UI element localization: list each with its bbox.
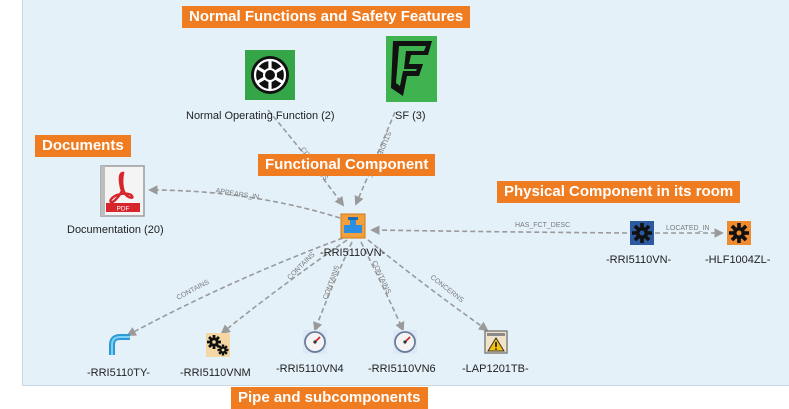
node-lap[interactable] [484,330,508,354]
gear-icon [630,221,654,245]
node-sf[interactable] [386,36,437,102]
node-label-lap: -LAP1201TB- [462,363,529,375]
node-label-vn4: -RRI5110VN4 [276,363,344,375]
node-label-room: -HLF1004ZL- [705,254,771,266]
node-label-vn6: -RRI5110VN6 [368,363,436,375]
banner-documents: Documents [35,135,131,157]
edge-label-contains-vnm: CONTAINS [286,251,316,281]
banner-physical-component: Physical Component in its room [497,181,741,203]
svg-text:PDF: PDF [117,206,130,213]
edge-contains-vn4 [313,241,353,332]
node-label-center: -RRI5110VN- [320,247,386,259]
node-physical[interactable] [630,221,654,245]
gauge-icon [393,330,417,354]
node-ty[interactable] [108,333,132,357]
pipe-elbow-icon [109,334,130,355]
gauge-icon [303,330,327,354]
node-label-vnm: -RRI5110VNM [180,367,251,379]
edge-has-fct-desc [370,225,628,235]
gears-icon [206,333,230,357]
edge-label-contains-vn4: CONTAINS [322,264,341,300]
node-label-normal-function: Normal Operating Function (2) [186,110,335,122]
edge-concerns-nf [267,109,345,207]
galactic-empire-icon [245,50,295,100]
banner-pipe: Pipe and subcomponents [231,387,428,409]
node-label-physical: -RRI5110VN- [606,254,672,266]
node-vn4[interactable] [303,330,327,354]
node-label-ty: -RRI5110TY- [87,367,150,379]
edge-label-contains-vn6: CONTAINS [370,260,392,296]
foursquare-f-icon [386,36,437,102]
edge-contains-vnm [220,239,348,335]
pdf-document-icon: PDF [100,165,145,217]
edge-contains-vn6 [360,241,405,332]
node-vn6[interactable] [393,330,417,354]
node-label-documentation: Documentation (20) [67,224,164,236]
gear-icon [727,221,751,245]
node-vnm[interactable] [206,333,230,357]
warning-panel-icon [484,330,508,354]
node-normal-function[interactable] [245,50,295,100]
banner-functional-component: Functional Component [258,154,436,176]
edge-appears-in [148,185,341,219]
edge-label-has-fct-desc: HAS_FCT_DESC [515,222,570,229]
edge-label-located-in: LOCATED_IN [666,225,709,232]
edge-concerns-lap [367,239,489,332]
valve-component-icon [340,213,366,239]
edge-label-contains-ty: CONTAINS [176,279,211,302]
node-room[interactable] [727,221,751,245]
banner-normal-safety: Normal Functions and Safety Features [182,6,471,28]
node-label-sf: SF (3) [395,110,426,122]
node-documentation[interactable]: PDF [100,165,145,217]
edge-label-appears-in: APPEARS_IN [215,187,259,201]
edge-label-concerns-lap: CONCERNS [429,274,465,304]
node-center[interactable] [339,212,367,240]
